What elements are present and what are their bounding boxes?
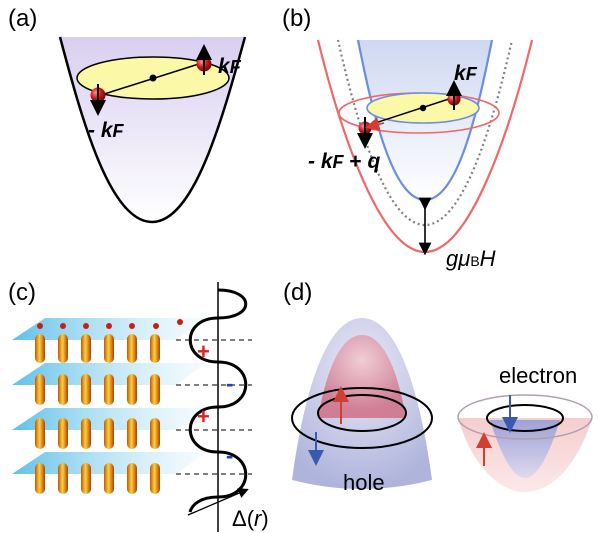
minus-kf-plus-q-label: - kF + q bbox=[308, 150, 380, 173]
node-guides bbox=[176, 339, 252, 475]
panel-b: (b) kF - kF + q gμBH bbox=[282, 5, 534, 271]
panel-a: (a) kF - kF bbox=[8, 5, 247, 224]
electron-label: electron bbox=[499, 363, 577, 388]
vortex-cores bbox=[35, 334, 160, 494]
zeeman-label: gμBH bbox=[446, 246, 496, 271]
electron-fermi-inner bbox=[486, 404, 564, 432]
kf-label-a: kF bbox=[218, 55, 242, 78]
band-a-curve bbox=[58, 36, 247, 224]
center-dot-a bbox=[149, 74, 157, 82]
electron-band: electron bbox=[457, 363, 593, 492]
sign-minus-1: - bbox=[226, 371, 233, 396]
minus-kf-label-a: - kF bbox=[88, 119, 125, 142]
panel-b-label: (b) bbox=[282, 5, 311, 32]
panel-a-label: (a) bbox=[8, 5, 37, 32]
panel-d-label: (d) bbox=[283, 279, 312, 306]
electron-inner-bowl bbox=[490, 420, 560, 478]
band-b-middle bbox=[336, 39, 514, 227]
hole-fermi-outer bbox=[291, 387, 433, 449]
panel-d: (d) hole electron bbox=[283, 279, 593, 495]
panel-c: (c) bbox=[8, 279, 269, 532]
delta-label: Δ(r) bbox=[232, 506, 269, 531]
q-shift-arrow bbox=[365, 117, 385, 132]
hole-band: hole bbox=[291, 318, 433, 495]
panel-c-label: (c) bbox=[8, 279, 36, 306]
kf-label-b: kF bbox=[454, 62, 478, 85]
sign-plus-1: + bbox=[197, 339, 210, 364]
momentum-line-b bbox=[365, 96, 456, 127]
sign-plus-2: + bbox=[197, 404, 210, 429]
center-dot-b bbox=[419, 104, 427, 112]
hole-label: hole bbox=[343, 470, 385, 495]
order-parameter-wave bbox=[188, 288, 248, 513]
delta-arrow bbox=[187, 488, 249, 516]
electron-fermi-outer bbox=[457, 394, 593, 440]
hole-fermi-inner bbox=[317, 394, 407, 432]
sign-minus-2: - bbox=[226, 443, 233, 468]
surface-dots bbox=[37, 319, 183, 329]
